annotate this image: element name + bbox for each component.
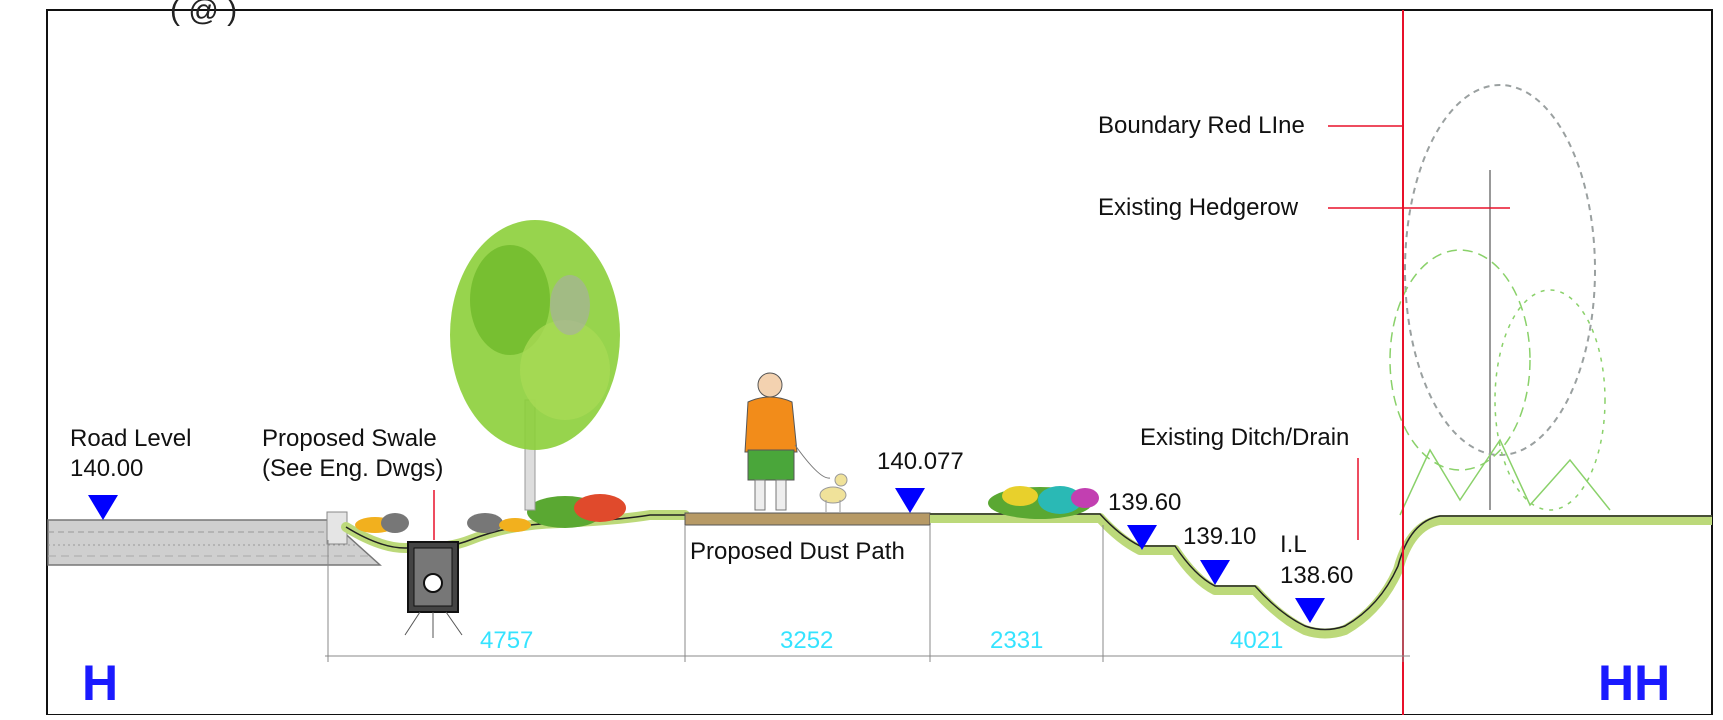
path-level-value: 140.077 xyxy=(877,448,964,475)
dimension-string xyxy=(325,525,1410,662)
level-marker-139-60 xyxy=(1127,525,1157,550)
swale-label-line1: Proposed Swale xyxy=(262,425,437,452)
level-139-10: 139.10 xyxy=(1183,523,1257,550)
dust-path-surface xyxy=(684,512,931,526)
swale-label-line2: (See Eng. Dwgs) xyxy=(262,455,444,482)
swale-chamber xyxy=(404,541,463,638)
proposed-tree xyxy=(450,220,620,511)
road-level-value: 140.00 xyxy=(70,455,144,482)
planting-beds xyxy=(355,486,1099,533)
dimension-1: 4757 xyxy=(480,627,534,654)
section-title-fragment: ( @ ) xyxy=(170,0,238,27)
dimension-4: 4021 xyxy=(1230,627,1284,654)
road-surface xyxy=(47,511,382,566)
ground-profile xyxy=(341,510,1712,639)
ditch-label: Existing Ditch/Drain xyxy=(1140,424,1350,451)
dog-figure xyxy=(819,473,848,512)
dust-path-label: Proposed Dust Path xyxy=(690,538,905,565)
drawing-frame xyxy=(46,9,1713,716)
section-mark-right: HH xyxy=(1598,655,1671,711)
road-level-label: Road Level xyxy=(70,425,192,452)
level-139-60: 139.60 xyxy=(1108,489,1182,516)
existing-hedgerow xyxy=(1389,84,1611,516)
hedgerow-label: Existing Hedgerow xyxy=(1098,194,1299,221)
level-marker-road xyxy=(88,495,118,520)
outlet-pipe xyxy=(423,573,443,593)
section-mark-left: H xyxy=(82,655,119,711)
dimension-3: 2331 xyxy=(990,627,1044,654)
level-marker-139-10 xyxy=(1200,560,1230,585)
walker-figure xyxy=(744,372,831,511)
invert-level-value: 138.60 xyxy=(1280,562,1354,589)
dimension-2: 3252 xyxy=(780,627,834,654)
invert-level-label: I.L xyxy=(1280,531,1307,558)
boundary-label: Boundary Red LIne xyxy=(1098,112,1305,139)
level-marker-path xyxy=(895,488,925,513)
level-marker-invert xyxy=(1295,598,1325,623)
